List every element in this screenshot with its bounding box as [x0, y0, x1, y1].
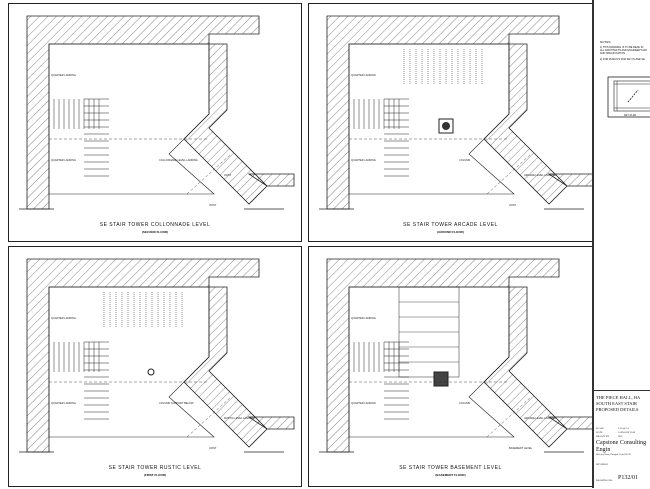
plan-subtitle: (SECOND FLOOR) — [141, 230, 169, 234]
revision-label: REVISION — [596, 463, 608, 466]
project-name: THE PIECE HALL, HA — [596, 395, 641, 400]
plan-annotation: QUARTER LANDING — [351, 317, 376, 320]
notes-heading: NOTES: — [600, 40, 612, 44]
note-line: ALL ARCHITECTS AND ENGINEER'S DR — [600, 49, 647, 52]
title-block: THE PIECE HALL, HA SOUTH EAST STAIR PROP… — [594, 390, 650, 489]
floor-plan-drawing — [319, 15, 592, 210]
plan-subtitle: (FIRST FLOOR) — [144, 473, 166, 477]
plan-annotation: COLUMN SUPPORT BELOW — [159, 402, 194, 405]
date-value: JANUARY 2016 — [618, 431, 636, 434]
plan-annotation: QUARTER LANDING — [51, 317, 76, 320]
plan-annotation: QUARTER LANDING — [351, 159, 376, 162]
scale-label: SCALE — [596, 427, 604, 430]
company-address: Wellesley House, Harrogate Leeds LS8 1LJ — [596, 454, 632, 456]
plan-annotation: RUSTIC LEVEL LANDING — [224, 417, 255, 420]
plan-annotation: QUARTER LANDING — [351, 402, 376, 405]
plan-basement-level: QUARTER LANDING QUARTER LANDING COLUMN ARCA… — [308, 246, 593, 487]
date-label: DATE — [596, 431, 603, 434]
note-line: AND SPECIFICATION. — [600, 52, 626, 55]
note-line: 1) THIS DRAWING IS TO BE READ IN — [600, 46, 644, 49]
plan-annotation: ARCADE LEVEL LANDING — [524, 174, 556, 177]
plan-subtitle: (BASEMENT FLOOR) — [435, 473, 466, 477]
plan-arcade-level: QUARTER LANDING QUARTER LANDING COLUMN ARCA… — [308, 3, 593, 242]
plan-annotation: QUARTER LANDING — [51, 402, 76, 405]
floor-plan-drawing — [19, 258, 295, 453]
floor-plan-drawing — [319, 258, 592, 453]
scale-value: 1:50 @ A1 — [618, 427, 629, 430]
drawing-subtitle: PROPOSED DETAILS — [596, 407, 639, 412]
plan-annotation: JOIST — [209, 204, 217, 207]
floor-plan-drawing — [19, 15, 295, 210]
company-name: Capstone Consulting Engin — [596, 440, 647, 453]
note-line: 2) FOR PURLIN'S FOR KEY PLANE SE — [600, 58, 645, 61]
key-plan-label: KEY PLAN — [624, 114, 637, 117]
plan-title: SE STAIR TOWER ARCADE LEVEL — [403, 222, 498, 228]
plan-annotation: JOIST — [224, 174, 232, 177]
plan-annotation: QUARTER LANDING — [51, 159, 76, 162]
plan-rustic-level: QUARTER LANDING QUARTER LANDING COLUMN SUP… — [8, 246, 302, 487]
plan-title: SE STAIR TOWER COLLONNADE LEVEL — [99, 222, 211, 228]
plan-annotation: BASEMENT LEVEL — [509, 447, 533, 450]
plan-annotation: JOIST — [209, 447, 217, 450]
drawing-no-label: DRAWING NO. — [596, 479, 613, 482]
plan-annotation: COLLONNADE LEVEL LANDING — [159, 159, 198, 162]
plan-subtitle: (GROUND FLOOR) — [437, 230, 464, 234]
drawn-label: DRAWN BY — [596, 435, 610, 438]
drawing-number: P132/01 — [618, 475, 639, 481]
plan-annotation: QUARTER LANDING — [51, 74, 76, 77]
plan-annotation: COLUMN — [459, 402, 471, 405]
plan-title: SE STAIR TOWER BASEMENT LEVEL — [399, 465, 502, 471]
plan-annotation: COLUMN — [459, 159, 471, 162]
plan-annotation: ARCADE LEVEL LANDING — [524, 417, 556, 420]
plan-collonnade-level: QUARTER LANDING QUARTER LANDING COLLONNADE… — [8, 3, 302, 242]
plan-annotation: JOIST — [509, 204, 517, 207]
key-plan-diagram — [607, 76, 650, 118]
plan-annotation: QUARTER LANDING — [351, 74, 376, 77]
drawing-title: SOUTH EAST STAIR — [596, 401, 638, 406]
drawn-value: JLD — [618, 435, 623, 438]
plan-title: SE STAIR TOWER RUSTIC LEVEL — [108, 465, 202, 471]
title-column: NOTES: 1) THIS DRAWING IS TO BE READ IN … — [592, 0, 650, 488]
